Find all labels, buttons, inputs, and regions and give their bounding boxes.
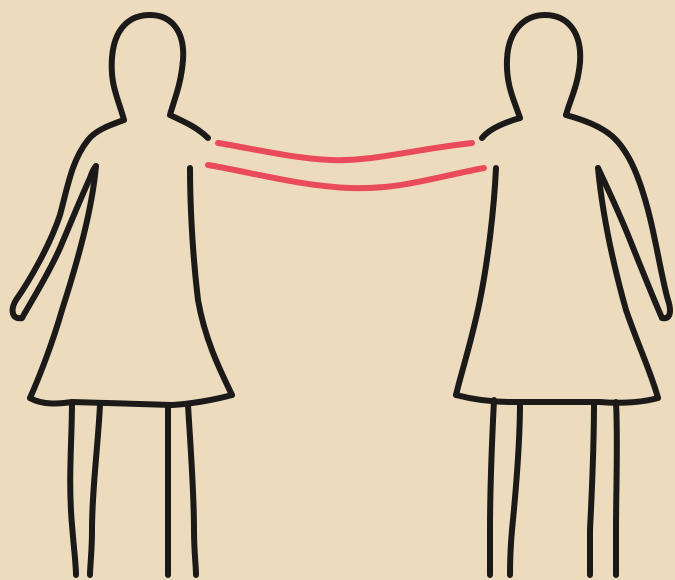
connection-line-top xyxy=(218,143,472,160)
right-figure-right-leg xyxy=(616,402,617,575)
right-figure-dress-hem xyxy=(456,395,658,403)
right-woman-figure xyxy=(456,15,670,575)
left-figure-dress-hem xyxy=(30,395,232,405)
right-figure-right-leg-inner xyxy=(590,402,594,575)
left-figure-right-leg xyxy=(188,405,196,575)
right-figure-left-leg-inner xyxy=(510,402,520,575)
shoulder-connection-lines xyxy=(208,143,484,188)
left-figure-left-leg-inner xyxy=(90,405,100,575)
right-figure-left-shoulder xyxy=(482,118,520,138)
connection-line-bottom xyxy=(208,165,484,188)
left-woman-figure xyxy=(13,15,232,575)
left-figure-dress-right-side xyxy=(190,168,232,395)
right-figure-head-outline xyxy=(507,15,580,118)
right-figure-left-leg xyxy=(490,400,494,575)
right-figure-dress-left-side xyxy=(456,168,496,395)
left-figure-inner-arm-outline xyxy=(22,166,96,318)
left-figure-left-leg xyxy=(70,402,76,575)
